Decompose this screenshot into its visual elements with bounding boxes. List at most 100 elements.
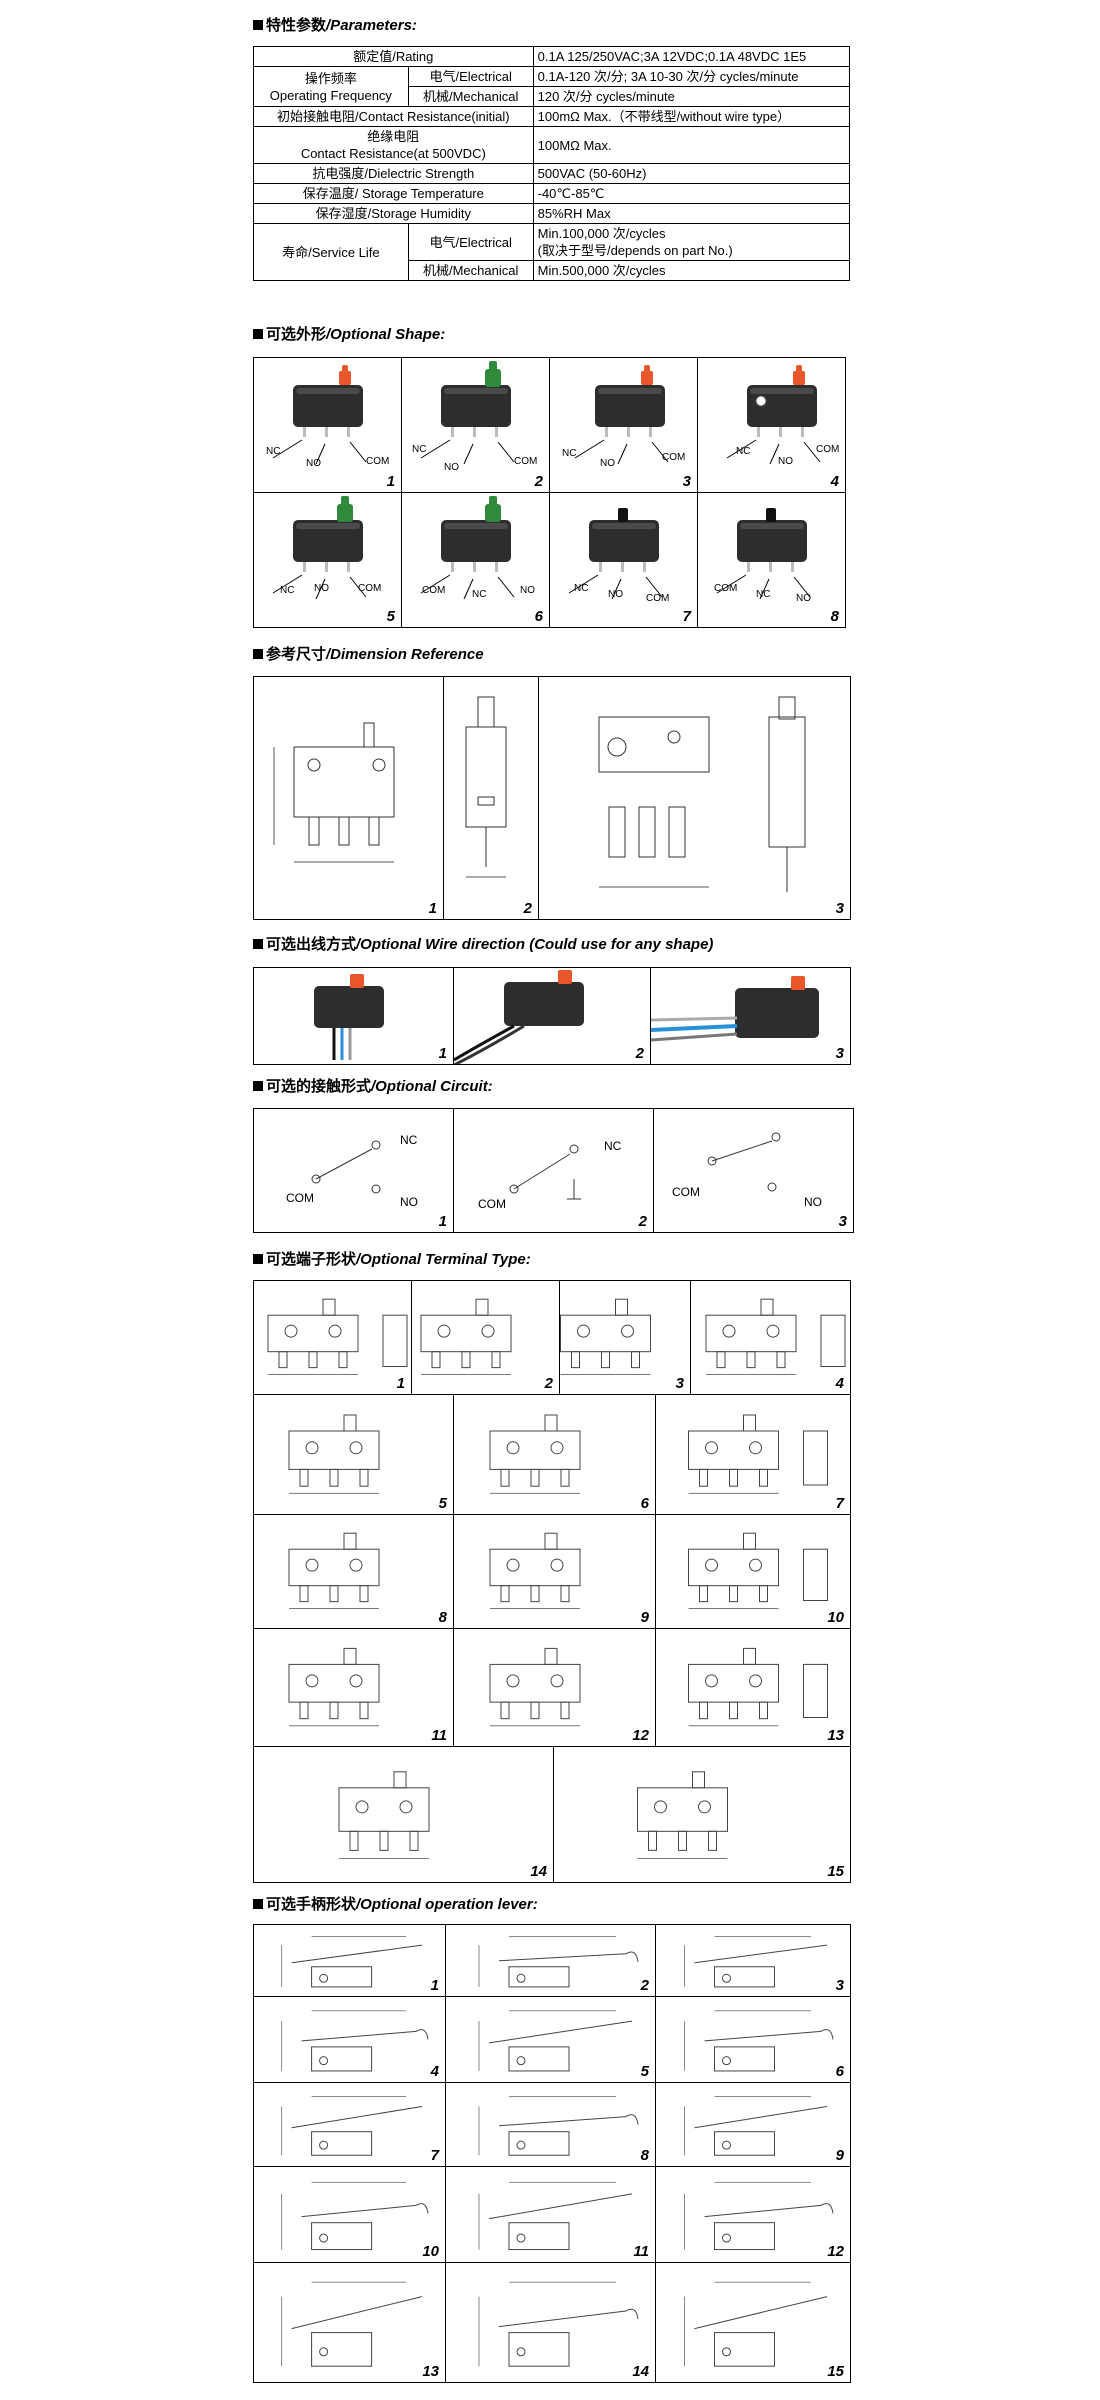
figure-number: 9 bbox=[835, 2147, 844, 2164]
figure-number: 2 bbox=[523, 900, 532, 917]
lever-drawing bbox=[281, 1936, 423, 1988]
figure-number: 3 bbox=[835, 1045, 844, 1062]
circuit-label-com: COM bbox=[672, 1185, 700, 1199]
figure-number: 4 bbox=[430, 2063, 439, 2080]
wire-switch-icon bbox=[454, 970, 584, 1064]
figure-number: 5 bbox=[640, 2063, 649, 2080]
section-title-circuit: 可选的接触形式/Optional Circuit: bbox=[253, 1075, 493, 1096]
section-title-parameters: 特性参数/Parameters: bbox=[253, 14, 417, 35]
table-row: 机械/Mechanical Min.500,000 次/cycles bbox=[254, 260, 851, 281]
terminal-drawing bbox=[288, 1414, 380, 1494]
figure-number: 3 bbox=[838, 1213, 847, 1230]
figure-number: 7 bbox=[682, 608, 691, 625]
terminal-cell-2: 2 bbox=[411, 1280, 560, 1395]
section-title-dimension: 参考尺寸/Dimension Reference bbox=[253, 643, 484, 664]
lever-drawing bbox=[684, 2095, 828, 2156]
pin-label-nc: NC bbox=[756, 589, 771, 600]
figure-number: 8 bbox=[830, 608, 839, 625]
terminal-drawing bbox=[688, 1414, 828, 1494]
lever-cell-14: 14 bbox=[445, 2262, 656, 2383]
pin-label-com: COM bbox=[358, 583, 382, 594]
pin-label-no: NO bbox=[520, 585, 535, 596]
terminal-cell-1: 1 bbox=[253, 1280, 412, 1395]
square-bullet-icon bbox=[253, 329, 263, 339]
switch-photo-icon bbox=[726, 365, 821, 465]
circuit-label-nc: NC bbox=[400, 1133, 418, 1147]
figure-number: 14 bbox=[632, 2363, 649, 2380]
terminal-cell-5: 5 bbox=[253, 1394, 454, 1515]
pin-label-nc: NC bbox=[412, 444, 427, 455]
section-title-terminal: 可选端子形状/Optional Terminal Type: bbox=[253, 1248, 531, 1269]
wire-cell-1: 1 bbox=[253, 967, 454, 1065]
square-bullet-icon bbox=[253, 939, 263, 949]
figure-number: 13 bbox=[422, 2363, 439, 2380]
circuit-label-com: COM bbox=[478, 1197, 506, 1211]
circuit-label-no: NO bbox=[804, 1195, 822, 1209]
figure-number: 2 bbox=[635, 1045, 644, 1062]
circuit-diagram bbox=[311, 1140, 381, 1194]
figure-number: 6 bbox=[534, 608, 543, 625]
circuit-diagram bbox=[509, 1144, 581, 1200]
terminal-cell-10: 10 bbox=[655, 1514, 851, 1629]
figure-number: 1 bbox=[428, 900, 437, 917]
figure-number: 1 bbox=[396, 1375, 405, 1392]
square-bullet-icon bbox=[253, 1899, 263, 1909]
table-row: 寿命/Service Life 电气/Electrical Min.100,00… bbox=[253, 223, 851, 281]
terminal-cell-3: 3 bbox=[559, 1280, 691, 1395]
figure-number: 15 bbox=[827, 1863, 844, 1880]
switch-photo-icon bbox=[716, 508, 811, 600]
switch-photo-icon bbox=[568, 508, 663, 600]
square-bullet-icon bbox=[253, 649, 263, 659]
figure-number: 3 bbox=[835, 900, 844, 917]
lever-cell-8: 8 bbox=[445, 2082, 656, 2167]
figure-number: 1 bbox=[438, 1213, 447, 1230]
figure-number: 3 bbox=[835, 1977, 844, 1994]
terminal-cell-9: 9 bbox=[453, 1514, 656, 1629]
terminal-drawing bbox=[489, 1647, 581, 1727]
figure-number: 14 bbox=[530, 1863, 547, 1880]
figure-number: 6 bbox=[835, 2063, 844, 2080]
wire-switch-icon bbox=[314, 974, 384, 1060]
parameters-table: 额定值/Rating 0.1A 125/250VAC;3A 12VDC;0.1A… bbox=[253, 46, 851, 281]
terminal-drawing bbox=[288, 1532, 380, 1609]
terminal-drawing bbox=[560, 1298, 651, 1375]
dimension-cell-2: 2 bbox=[443, 676, 539, 920]
lever-cell-7: 7 bbox=[253, 2082, 446, 2167]
figure-number: 7 bbox=[835, 1495, 844, 1512]
figure-number: 8 bbox=[640, 2147, 649, 2164]
terminal-drawing bbox=[489, 1532, 581, 1609]
figure-number: 1 bbox=[430, 1977, 439, 1994]
lever-cell-15: 15 bbox=[655, 2262, 851, 2383]
lever-cell-10: 10 bbox=[253, 2166, 446, 2263]
wire-cell-3: 3 bbox=[650, 967, 851, 1065]
terminal-cell-11: 11 bbox=[253, 1628, 454, 1747]
figure-number: 1 bbox=[386, 473, 395, 490]
lever-drawing bbox=[684, 2281, 828, 2367]
pin-label-no: NO bbox=[608, 589, 623, 600]
figure-number: 2 bbox=[638, 1213, 647, 1230]
terminal-drawing bbox=[688, 1532, 828, 1609]
switch-photo-icon bbox=[420, 361, 515, 465]
terminal-drawing bbox=[338, 1771, 430, 1860]
figure-number: 13 bbox=[827, 1727, 844, 1744]
pin-label-com: COM bbox=[514, 456, 538, 467]
figure-number: 11 bbox=[431, 1727, 447, 1744]
switch-photo-icon bbox=[420, 496, 515, 600]
square-bullet-icon bbox=[253, 20, 263, 30]
lever-drawing bbox=[281, 2010, 429, 2072]
pin-label-com: COM bbox=[816, 444, 840, 455]
lever-drawing bbox=[684, 2181, 834, 2251]
lever-cell-6: 6 bbox=[655, 1996, 851, 2083]
lever-drawing bbox=[478, 2181, 633, 2251]
figure-number: 2 bbox=[544, 1375, 553, 1392]
terminal-cell-13: 13 bbox=[655, 1628, 851, 1747]
figure-number: 5 bbox=[386, 608, 395, 625]
